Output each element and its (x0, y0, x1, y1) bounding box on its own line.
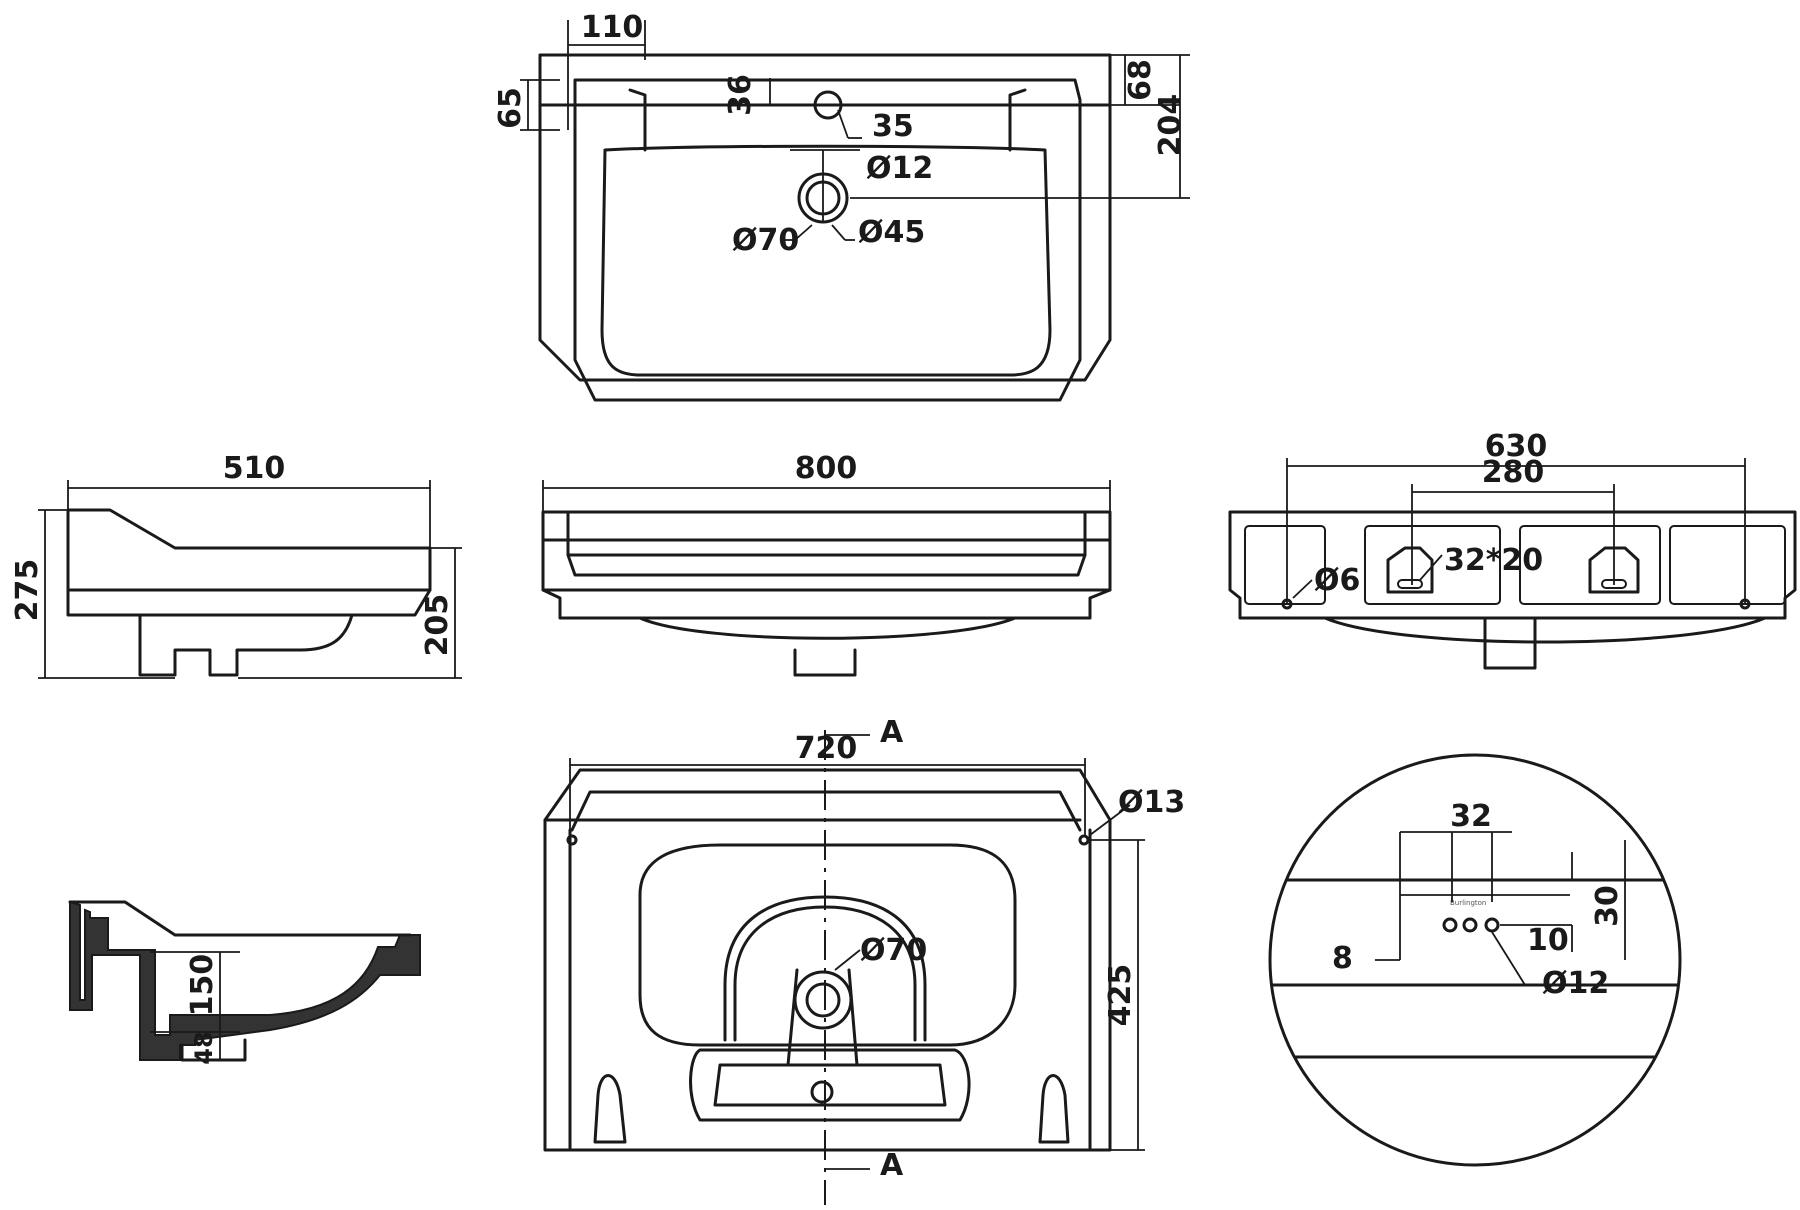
dim-32x20: 32*20 (1444, 543, 1543, 578)
dim-dia12: Ø12 (866, 151, 933, 186)
dim-dia70: Ø70 (732, 223, 799, 258)
detail-view: Burlington 32 30 10 8 Ø12 (1268, 753, 1682, 1167)
dim-dia12-detail: Ø12 (1542, 966, 1609, 1001)
plan-waste-inner (805, 982, 841, 1018)
dim-275: 275 (10, 559, 45, 622)
dim-30: 30 (1590, 885, 1625, 927)
dim-35: 35 (872, 109, 914, 144)
plan-view: 720 Ø13 Ø70 425 A A (543, 715, 1185, 1205)
section-label-bottom: A (880, 1148, 904, 1183)
dim-510: 510 (223, 451, 286, 486)
dim-150: 150 (185, 954, 220, 1017)
section-view: 150 48 (68, 900, 421, 1065)
plan-hole-right (1078, 834, 1090, 846)
dim-dia13: Ø13 (1118, 785, 1185, 820)
bracket-slot-right (1588, 546, 1640, 594)
top-view: 110 65 36 35 68 204 Ø12 Ø70 Ø45 (493, 10, 1190, 402)
dim-65: 65 (493, 87, 528, 129)
dim-630: 630 (1485, 429, 1548, 464)
detail-hole-1 (1442, 917, 1458, 933)
dim-dia45: Ø45 (858, 215, 925, 250)
section-label-top: A (880, 715, 904, 750)
dim-68: 68 (1123, 59, 1158, 101)
dim-8: 8 (1332, 941, 1353, 976)
side-view: 510 275 205 (10, 451, 462, 679)
brand-text: Burlington (1450, 899, 1486, 907)
plan-waste-outer (793, 970, 853, 1030)
dim-10: 10 (1527, 923, 1569, 958)
dim-plan-dia70: Ø70 (860, 933, 927, 968)
dim-36: 36 (723, 74, 758, 116)
dim-280: 280 (1482, 455, 1545, 490)
detail-hole-3 (1484, 917, 1500, 933)
dim-720: 720 (795, 731, 858, 766)
front-view: 800 (541, 451, 1112, 677)
dim-110: 110 (581, 10, 644, 45)
dim-205: 205 (420, 594, 455, 657)
dim-800: 800 (795, 451, 858, 486)
rear-view: 630 280 32*20 Ø6 (1228, 429, 1797, 670)
overflow-hole (810, 1080, 834, 1104)
dim-dia6: Ø6 (1314, 563, 1360, 598)
dim-204: 204 (1153, 94, 1188, 157)
detail-hole-2 (1462, 917, 1478, 933)
dim-425: 425 (1103, 964, 1138, 1027)
dim-32: 32 (1450, 799, 1492, 834)
dim-48: 48 (190, 1031, 218, 1064)
bracket-slot-left (1386, 546, 1434, 594)
plan-hole-left (566, 834, 578, 846)
